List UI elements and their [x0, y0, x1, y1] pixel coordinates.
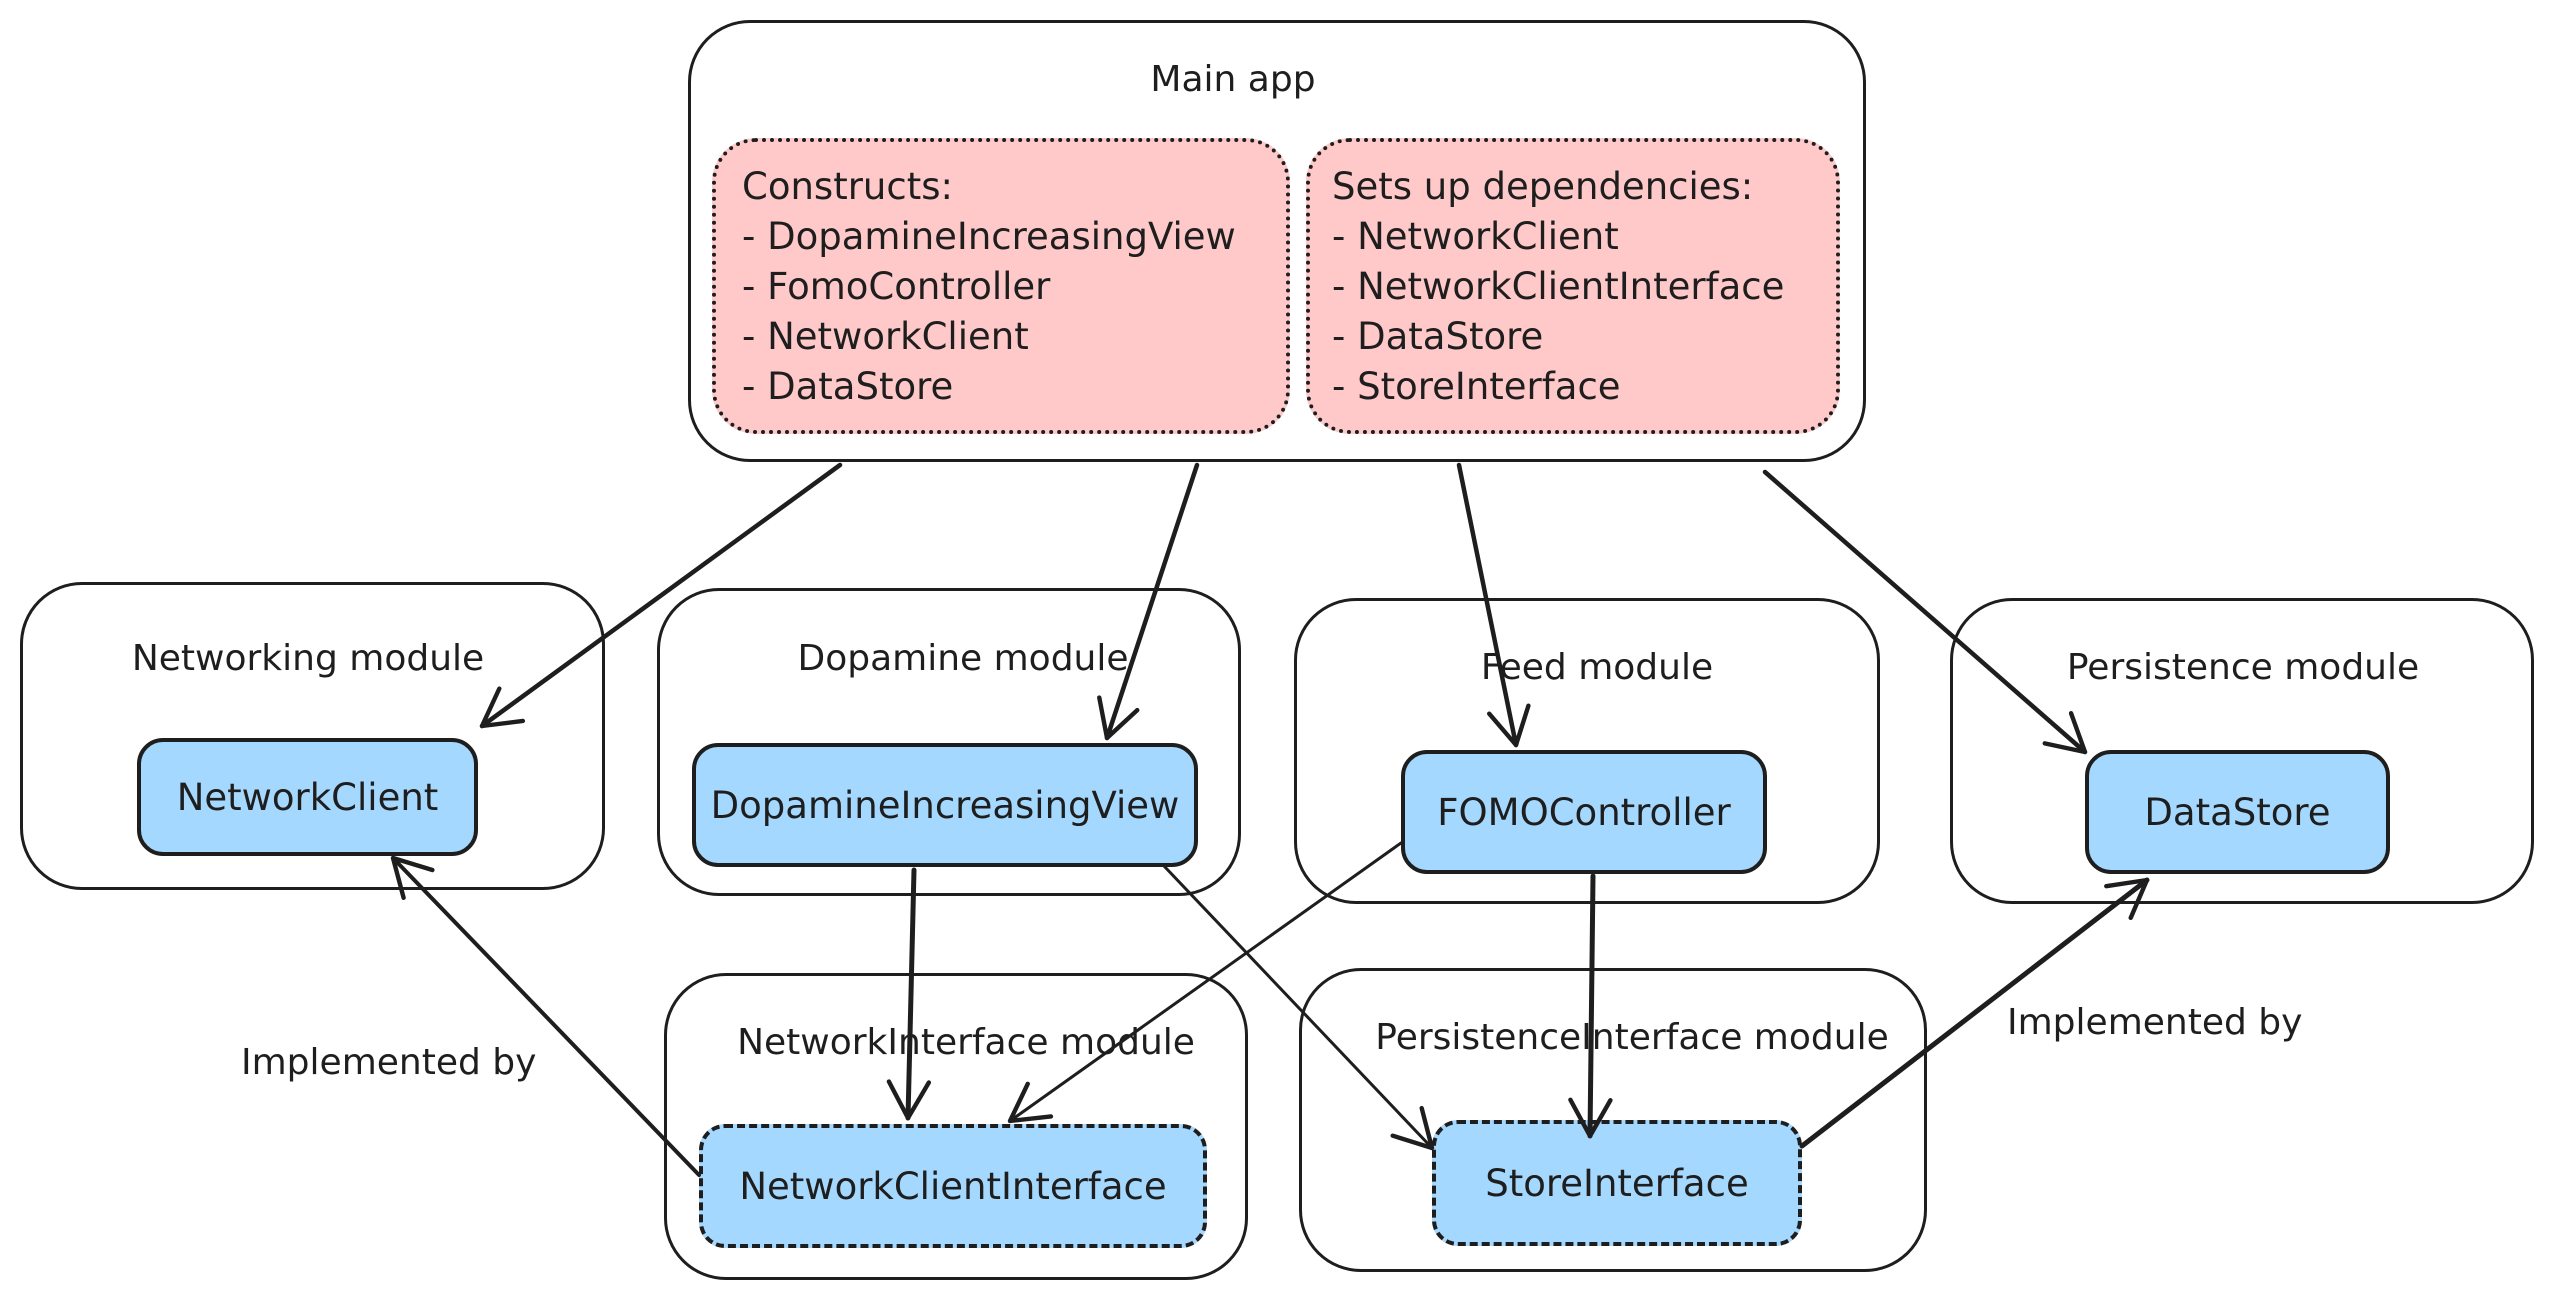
- implemented-by-label-left: Implemented by: [241, 1042, 537, 1083]
- dependencies-item: - NetworkClientInterface: [1332, 265, 1785, 308]
- persistence-module-title: Persistence module: [2066, 647, 2420, 688]
- dopamine-view-node: DopamineIncreasingView: [692, 743, 1198, 867]
- constructs-heading: Constructs:: [742, 165, 953, 208]
- fomo-controller-node: FOMOController: [1401, 750, 1767, 874]
- arrow-main-to-dopamine-view: [1097, 462, 1200, 741]
- persistence-interface-module-title: PersistenceInterface module: [1375, 1017, 1889, 1058]
- store-interface-label: StoreInterface: [1485, 1161, 1749, 1205]
- dopamine-module-title: Dopamine module: [797, 638, 1129, 679]
- dependencies-item: - NetworkClient: [1332, 215, 1619, 258]
- arrow-main-to-fomo-controller: [1456, 462, 1531, 748]
- main-app-title: Main app: [1150, 59, 1316, 100]
- arrow-dopamine-to-network-interface: [886, 867, 932, 1121]
- arrow-main-to-network-client: [479, 462, 843, 729]
- constructs-item: - FomoController: [742, 265, 1051, 308]
- arrow-dopamine-to-store-interface: [1162, 864, 1435, 1151]
- networking-module-title: Networking module: [131, 638, 485, 679]
- constructs-box: Constructs: - DopamineIncreasingView - F…: [712, 138, 1290, 434]
- dependencies-item: - DataStore: [1332, 315, 1544, 358]
- networking-module: [20, 582, 605, 890]
- arrow-fomo-to-network-interface: [1007, 841, 1403, 1124]
- arrow-fomo-to-store-interface: [1568, 873, 1613, 1139]
- network-client-interface-node: NetworkClientInterface: [699, 1124, 1207, 1248]
- arrow-main-to-data-store: [1762, 469, 2088, 755]
- network-interface-module: [664, 973, 1248, 1280]
- constructs-item: - DopamineIncreasingView: [742, 215, 1236, 258]
- main-app-container: [688, 20, 1866, 462]
- persistence-interface-module: [1299, 968, 1927, 1272]
- data-store-label: DataStore: [2144, 790, 2331, 834]
- network-client-interface-label: NetworkClientInterface: [739, 1164, 1167, 1208]
- dopamine-view-label: DopamineIncreasingView: [710, 783, 1180, 827]
- network-client-label: NetworkClient: [176, 775, 439, 819]
- constructs-item: - NetworkClient: [742, 315, 1029, 358]
- arrow-network-interface-to-network-client: [390, 855, 701, 1177]
- implemented-by-label-right: Implemented by: [2007, 1002, 2303, 1043]
- dependencies-item: - StoreInterface: [1332, 365, 1621, 408]
- dependencies-box: Sets up dependencies: - NetworkClient - …: [1306, 138, 1840, 434]
- constructs-item: - DataStore: [742, 365, 954, 408]
- dopamine-module: [657, 588, 1241, 896]
- feed-module: [1294, 598, 1880, 904]
- fomo-controller-label: FOMOController: [1437, 790, 1731, 834]
- network-client-node: NetworkClient: [137, 738, 478, 856]
- store-interface-node: StoreInterface: [1432, 1120, 1802, 1246]
- feed-module-title: Feed module: [1480, 647, 1714, 688]
- arrow-store-interface-to-data-store: [1799, 877, 2150, 1149]
- dependencies-heading: Sets up dependencies:: [1332, 165, 1754, 208]
- data-store-node: DataStore: [2085, 750, 2390, 874]
- persistence-module: [1950, 598, 2534, 904]
